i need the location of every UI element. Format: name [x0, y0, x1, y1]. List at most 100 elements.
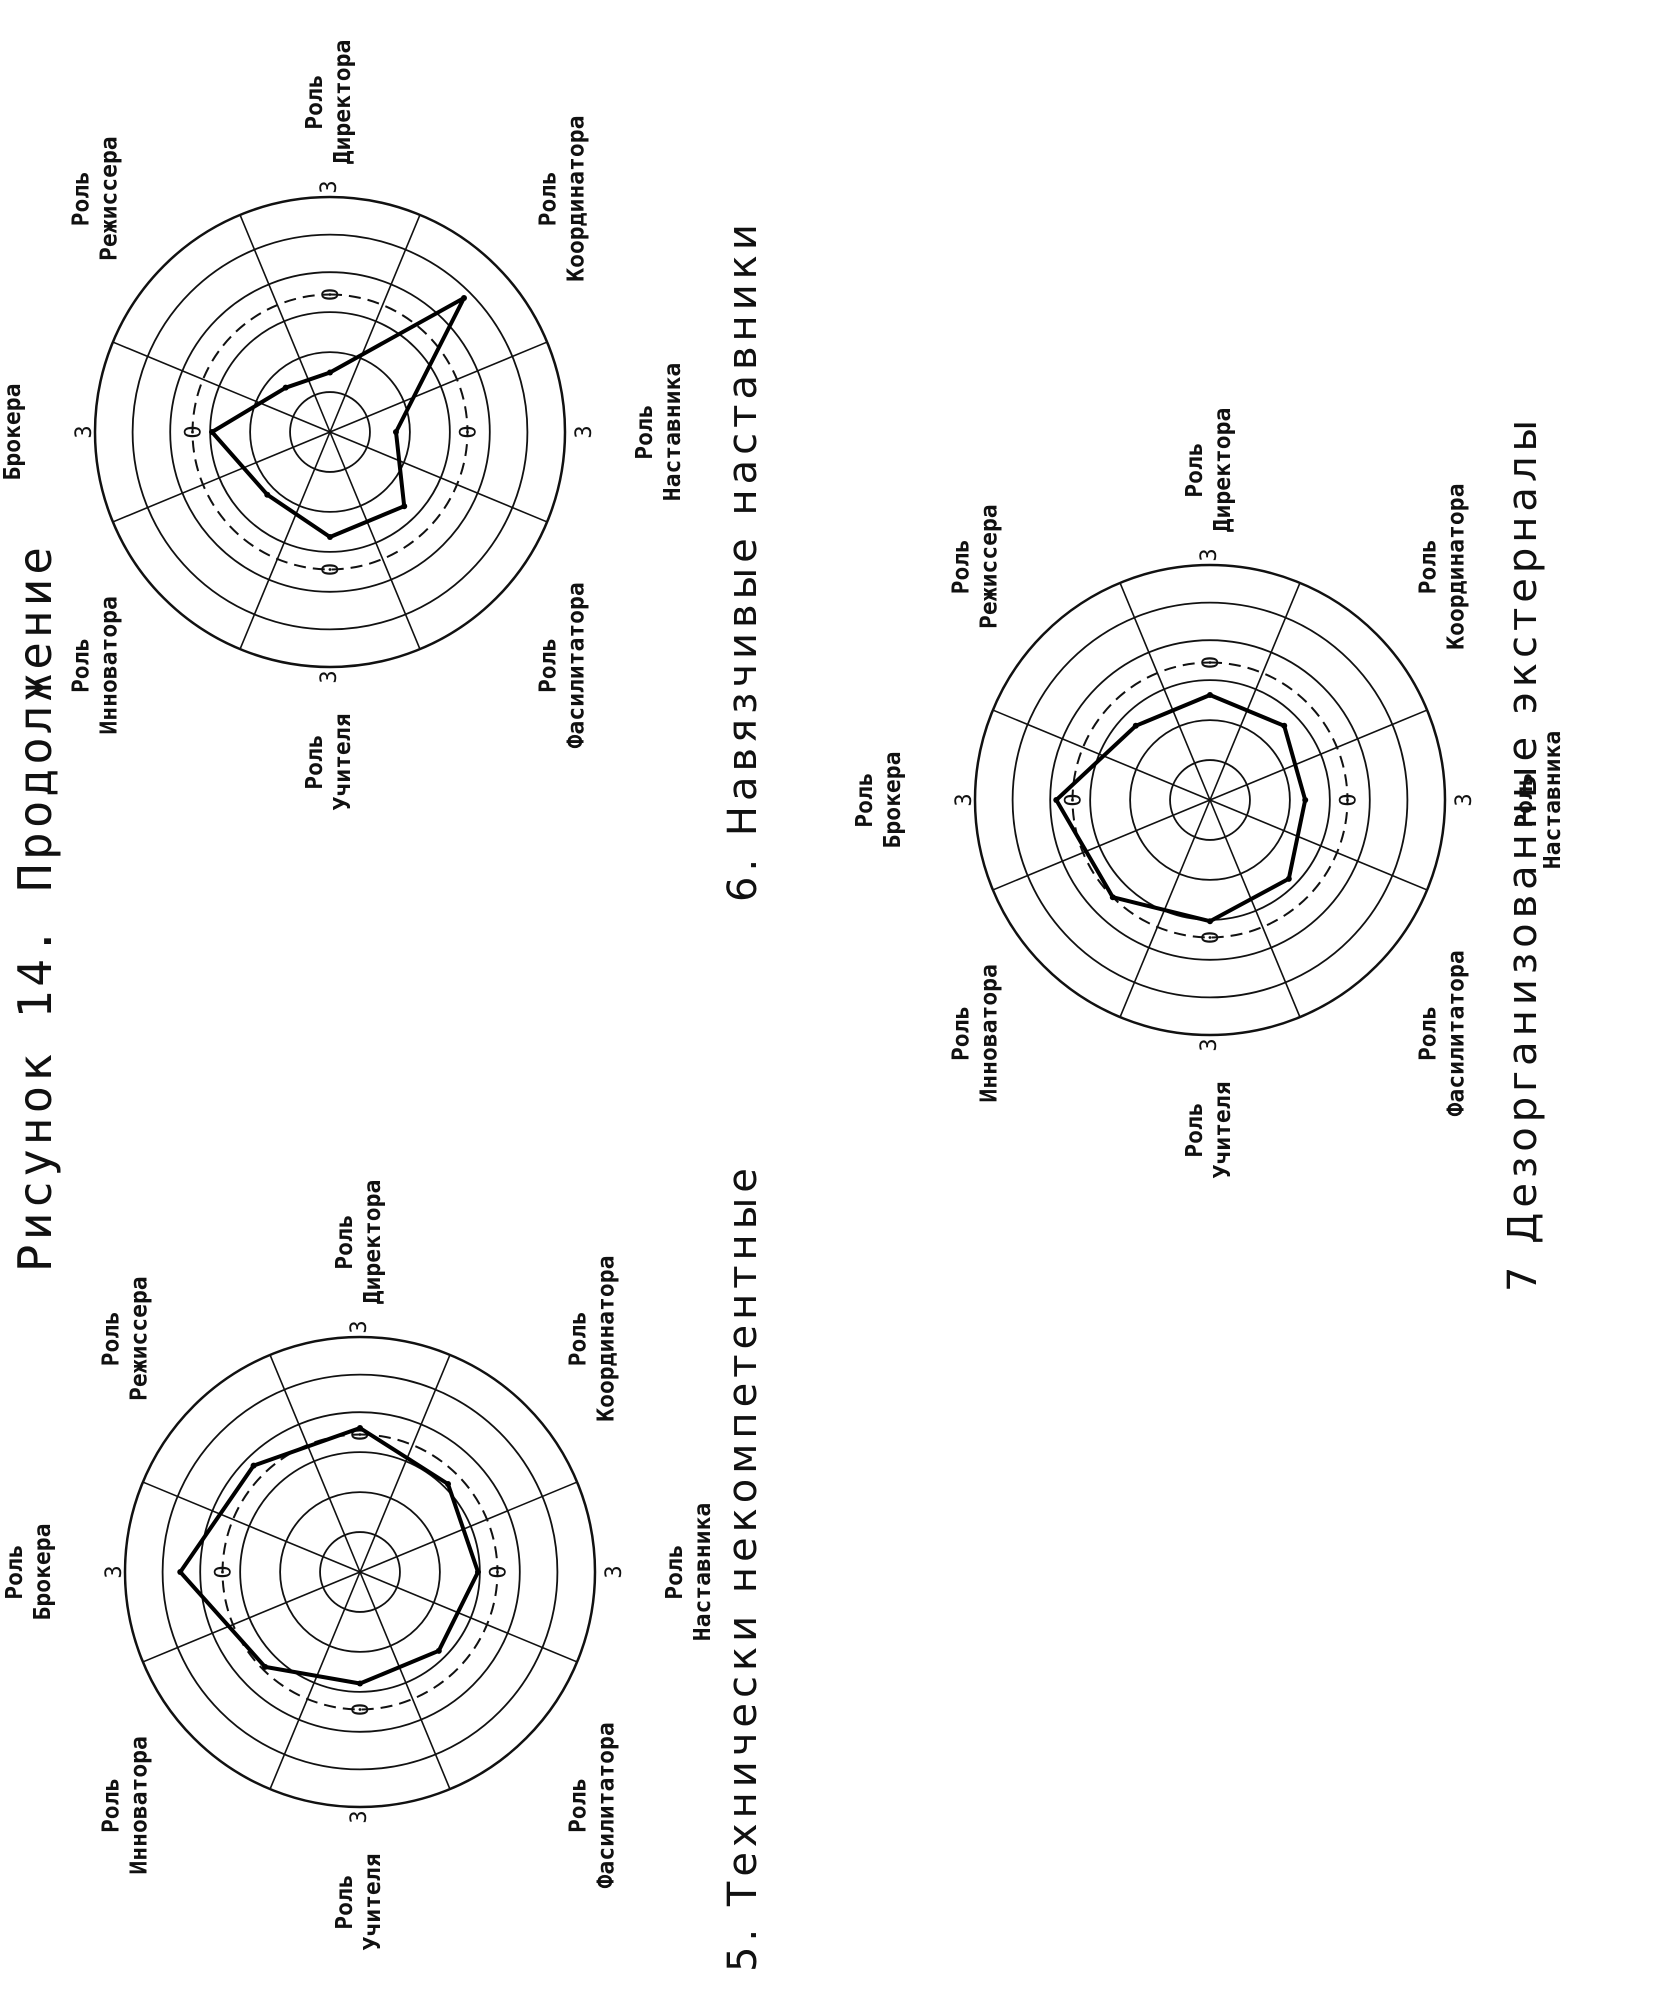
axis-label-name: Режиссера: [977, 504, 1003, 629]
profile-point: [1207, 692, 1213, 699]
grid-ring: [319, 1531, 401, 1613]
grid-ring: [169, 271, 491, 593]
scale-tick-label: 0: [1062, 793, 1087, 806]
grid-ring: [161, 1373, 559, 1771]
profile-point: [1132, 722, 1139, 729]
grid-ring: [249, 351, 411, 513]
axis-label-name: Наставника: [690, 1503, 716, 1641]
grid-spoke: [992, 799, 1211, 891]
grid-ring: [1129, 719, 1291, 881]
grid-spoke: [359, 1571, 578, 1663]
axis-label: РольДиректора: [1182, 408, 1236, 533]
grid-ring: [131, 233, 529, 631]
axis-label-name: Учителя: [360, 1854, 386, 1951]
scale-tick-label: 0: [182, 425, 207, 438]
profile-point: [327, 369, 333, 376]
grid-spoke: [1209, 799, 1301, 1018]
profile-point: [250, 1462, 257, 1469]
axis-label-role: Роль: [1182, 442, 1208, 497]
axis-label-role: Роль: [1512, 772, 1538, 827]
profile-point: [327, 533, 333, 540]
axis-label-role: Роль: [662, 1544, 688, 1599]
axis-label-name: Режиссера: [97, 136, 123, 261]
grid-ring: [279, 1491, 441, 1653]
grid-spoke: [329, 214, 421, 433]
profile-point: [177, 1569, 184, 1575]
grid-spoke: [269, 1354, 361, 1573]
grid-spoke: [1209, 709, 1428, 801]
scale-tick-label: 0: [349, 1703, 374, 1716]
axis-label-role: Роль: [1415, 1006, 1441, 1061]
grid-spoke: [142, 1481, 361, 1573]
grid-spoke: [269, 1571, 361, 1790]
grid-ring: [93, 195, 567, 669]
grid-spoke: [359, 1571, 451, 1790]
scale-tick-label: 3: [952, 793, 977, 806]
zero-ring: [191, 293, 469, 571]
axis-label-name: Брокера: [30, 1524, 56, 1621]
scale-tick-label: 0: [486, 1565, 511, 1578]
axis-label: РольНаставника: [662, 1503, 716, 1641]
profile-point: [401, 503, 408, 510]
profile-point: [392, 429, 399, 435]
axis-label-name: Инноватора: [977, 964, 1003, 1102]
scale-tick-label: 3: [347, 1810, 372, 1823]
profile-point: [1302, 797, 1309, 803]
axis-label: РольКоординатора: [1415, 484, 1469, 650]
zero-ring: [1071, 661, 1349, 939]
profile-point: [262, 1663, 269, 1670]
axis-label: РольНаставника: [632, 363, 686, 501]
axis-label-role: Роль: [99, 1311, 125, 1366]
profile-point: [357, 1425, 363, 1432]
axis-label-name: Учителя: [330, 714, 356, 811]
axis-label: РольФасилитатора: [565, 1722, 619, 1888]
axis-label-name: Брокера: [880, 752, 906, 849]
axis-label-role: Роль: [535, 171, 561, 226]
axis-label-role: Роль: [949, 1006, 975, 1061]
scale-tick-label: 3: [347, 1320, 372, 1333]
grid-ring: [123, 1335, 597, 1809]
axis-label-name: Директора: [1210, 408, 1236, 533]
axis-label-name: Директора: [330, 40, 356, 165]
profile-point: [282, 384, 289, 391]
grid-spoke: [359, 1481, 578, 1573]
axis-label-role: Роль: [565, 1778, 591, 1833]
axis-label-name: Фасилитатора: [593, 1722, 619, 1888]
axis-label-role: Роль: [302, 734, 328, 789]
profile-point: [264, 491, 271, 498]
axis-label-name: Координатора: [1443, 484, 1469, 650]
grid-ring: [973, 563, 1447, 1037]
axis-label: РольРежиссера: [949, 504, 1003, 629]
grid-ring: [199, 1411, 521, 1733]
grid-spoke: [1209, 799, 1428, 891]
axis-label: РольКоординатора: [565, 1256, 619, 1422]
axis-label-role: Роль: [632, 404, 658, 459]
profile-point: [445, 1480, 452, 1487]
grid-spoke: [1209, 582, 1301, 801]
profile-point: [209, 429, 216, 435]
axis-label-role: Роль: [949, 539, 975, 594]
grid-spoke: [239, 431, 331, 650]
axis-label: РольИнноватора: [69, 596, 123, 734]
profile-point: [460, 295, 467, 302]
axis-label-name: Режиссера: [127, 1276, 153, 1401]
grid-spoke: [112, 431, 331, 523]
zero-ring: [221, 1433, 499, 1711]
grid-spoke: [329, 341, 548, 433]
axis-label: РольФасилитатора: [1415, 950, 1469, 1116]
grid-ring: [289, 391, 371, 473]
axis-label-role: Роль: [2, 1544, 28, 1599]
profile-point: [474, 1569, 481, 1575]
grid-spoke: [112, 341, 331, 433]
grid-ring: [1049, 639, 1371, 961]
grid-spoke: [992, 709, 1211, 801]
axis-label-name: Фасилитатора: [563, 582, 589, 748]
scale-tick-label: 3: [1197, 548, 1222, 561]
profile-point: [357, 1680, 363, 1687]
profile-point: [1109, 894, 1116, 901]
axis-label-role: Роль: [302, 74, 328, 129]
axis-label-name: Брокера: [0, 384, 26, 481]
scale-tick-label: 3: [317, 180, 342, 193]
grid-spoke: [329, 431, 421, 650]
